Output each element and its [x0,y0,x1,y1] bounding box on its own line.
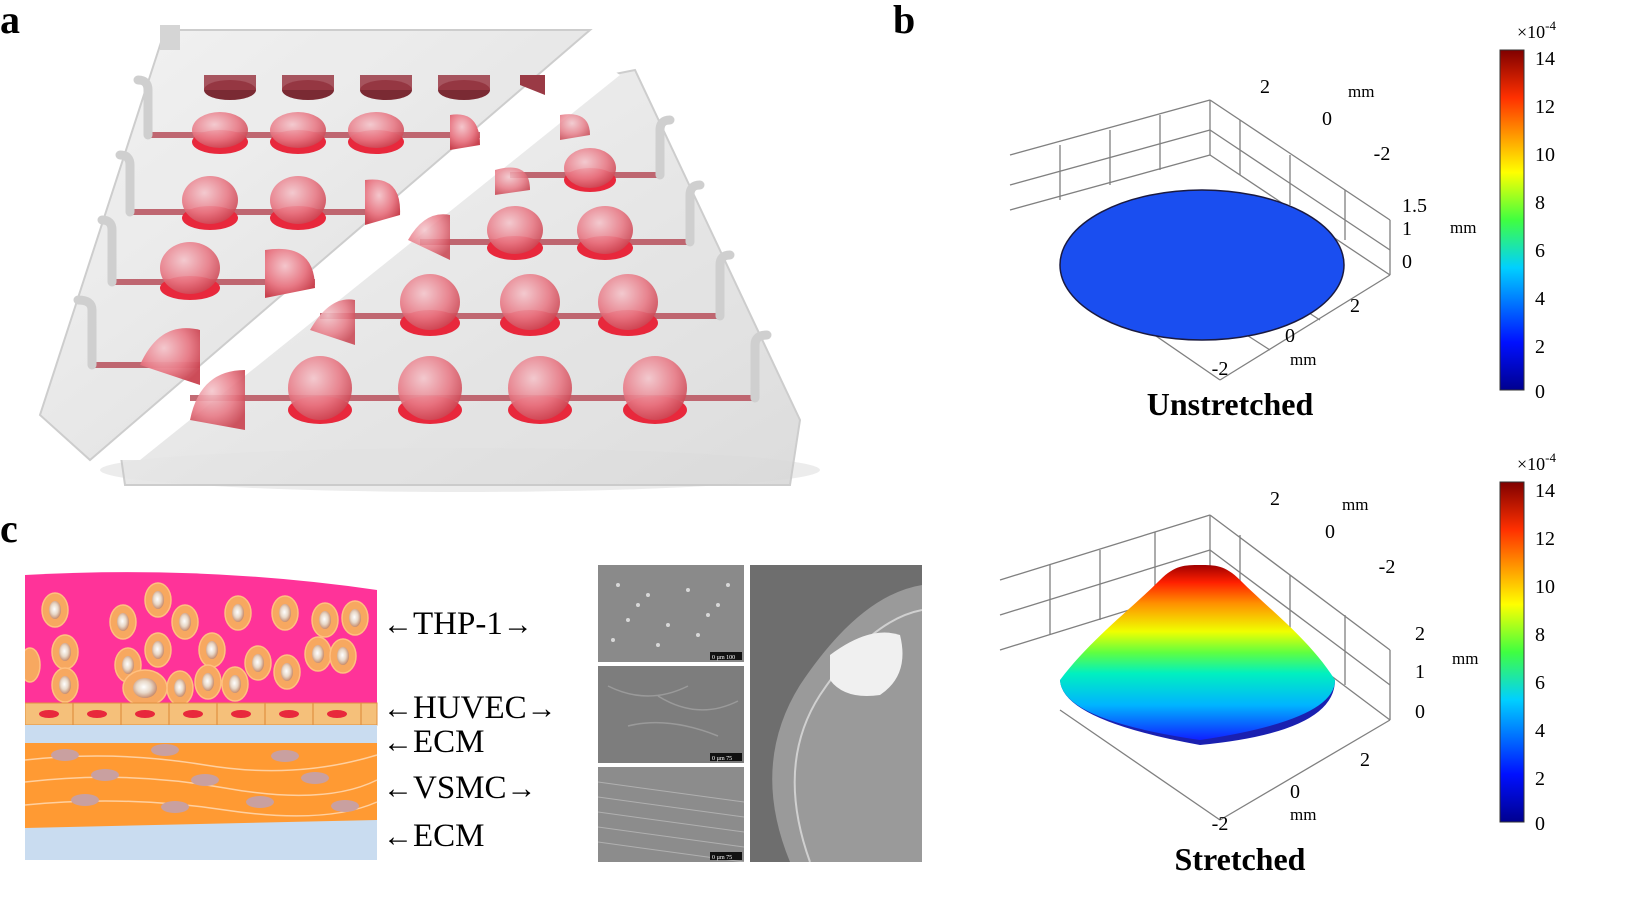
panel-label-c: c [0,506,18,551]
stretched-cb-tick-4: 6 [1535,672,1545,694]
microfluidic-device-render [38,25,820,492]
unstretched-cb-tick-3: 8 [1535,192,1545,214]
stretched-xtick-2: 2 [1360,749,1370,771]
stretched-colorbar-base: ×10 [1517,454,1545,474]
unstretched-ztick-0: 0 [1402,251,1412,273]
unstretched-colorbar-base: ×10 [1517,22,1545,42]
unstretched-colorbar-exponent: -4 [1545,20,1556,33]
unstretched-cb-tick-2: 10 [1535,144,1555,166]
unstretched-title: Unstretched [1147,386,1314,422]
unstretched-xtick-0: -2 [1212,358,1229,380]
unstretched-colorbar-scale: ×10-4 [1517,20,1556,42]
unstretched-plot: 2 0 -2 mm 0 1 1.5 mm 2 0 -2 mm Unstretch… [1009,20,1556,422]
stretched-cb-tick-7: 0 [1535,813,1545,835]
stretched-ytick-2: -2 [1379,556,1396,578]
layer-label-vsmc: ←VSMC→ [383,770,537,806]
stretched-ytick-1: 0 [1325,521,1335,543]
unstretched-cb-tick-6: 2 [1535,336,1545,358]
micrograph-vsmc: 0 µm 75 [598,767,744,862]
layer-label-ecm-upper: ←ECM [383,724,485,760]
stretched-xtick-1: 0 [1290,781,1300,803]
stretched-y-unit: mm [1342,495,1368,514]
micrograph-thp1-scale: 0 µm 100 [712,655,735,661]
micrograph-huvec: 0 µm 75 [598,666,744,763]
layer-label-ecm-lower: ←ECM [383,818,485,854]
unstretched-ztick-1: 1 [1402,218,1412,240]
unstretched-y-unit: mm [1348,82,1374,101]
stretched-xtick-0: -2 [1212,813,1229,835]
stretched-ztick-2: 2 [1415,623,1425,645]
unstretched-cb-tick-0: 14 [1535,48,1555,70]
stretched-colorbar-scale: ×10-4 [1517,450,1556,474]
stretched-cb-tick-6: 2 [1535,768,1545,790]
micrograph-vsmc-scale: 0 µm 75 [712,855,732,861]
stretched-title: Stretched [1175,841,1306,877]
stretched-ztick-1: 1 [1415,661,1425,683]
layer-label-huvec: ←HUVEC→ [383,690,557,726]
stretched-plot: 2 0 -2 mm 0 1 2 mm 2 0 -2 mm Stretched ×… [999,450,1556,877]
unstretched-xtick-2: 2 [1350,295,1360,317]
unstretched-ytick-2: -2 [1374,143,1391,165]
unstretched-cb-tick-7: 0 [1535,381,1545,403]
unstretched-z-unit: mm [1450,218,1476,237]
stretched-ytick-0: 2 [1270,488,1280,510]
micrograph-thp1: 0 µm 100 [598,565,744,662]
layer-label-thp1: ←THP-1→ [383,606,533,642]
panel-label-a: a [0,0,20,42]
stretched-x-unit: mm [1290,805,1316,824]
stretched-colorbar-exponent: -4 [1545,450,1556,465]
stretched-cb-tick-5: 4 [1535,720,1545,742]
stretched-cb-tick-3: 8 [1535,624,1545,646]
stretched-cb-tick-1: 12 [1535,528,1555,550]
unstretched-xtick-1: 0 [1285,325,1295,347]
unstretched-ytick-1: 0 [1322,108,1332,130]
stretched-cb-tick-0: 14 [1535,480,1555,502]
unstretched-x-unit: mm [1290,350,1316,369]
unstretched-cb-tick-5: 4 [1535,288,1545,310]
unstretched-cb-tick-1: 12 [1535,96,1555,118]
vessel-tissue-diagram [25,572,378,860]
stretched-cb-tick-2: 10 [1535,576,1555,598]
unstretched-ztick-2: 1.5 [1402,195,1427,217]
unstretched-ytick-0: 2 [1260,76,1270,98]
panel-label-b: b [893,0,916,42]
stretched-z-unit: mm [1452,649,1478,668]
micrograph-huvec-scale: 0 µm 75 [712,756,732,762]
hydrogel-photo [750,565,922,862]
surface-plots: 2 0 -2 mm 0 1 1.5 mm 2 0 -2 mm Unstretch… [999,20,1556,877]
stretched-ztick-0: 0 [1415,701,1425,723]
unstretched-cb-tick-4: 6 [1535,240,1545,262]
